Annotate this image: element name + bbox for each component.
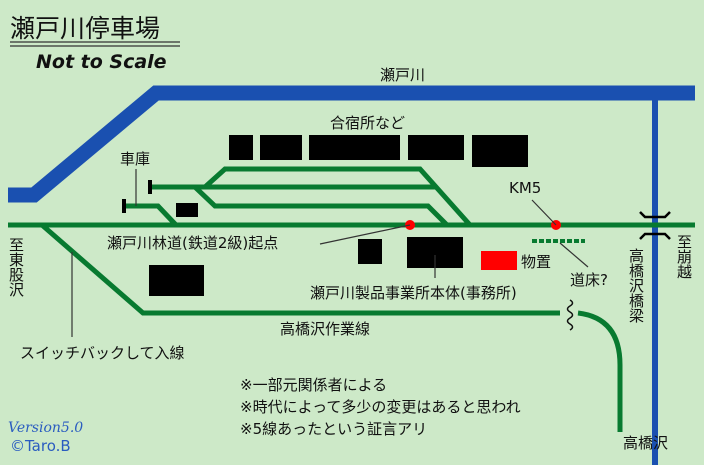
start-point-label: 瀬戸川林道(鉄道2級)起点 — [107, 234, 278, 252]
note: ※一部元関係者による — [240, 376, 387, 394]
to-kuzurekoshi-label: 至崩越 — [675, 234, 693, 279]
building — [229, 135, 253, 160]
storage-label: 物置 — [521, 253, 551, 271]
not-to-scale-label: Not to Scale — [36, 51, 167, 73]
version-label: Version5.0 — [8, 420, 83, 436]
to-higashimatazawa-label: 至東股沢 — [7, 237, 25, 297]
km5-label: KM5 — [509, 179, 541, 197]
buildings — [149, 135, 528, 296]
work-line-continuation — [577, 310, 623, 432]
work-line — [40, 223, 560, 316]
river-label: 瀬戸川 — [380, 66, 425, 84]
author-label: ©Taro.B — [10, 437, 71, 455]
building — [358, 239, 382, 264]
diagram-title: 瀬戸川停車場 — [10, 14, 160, 43]
leader-line — [319, 224, 411, 245]
building — [408, 135, 464, 160]
dormitory-label: 合宿所など — [330, 114, 405, 132]
building — [149, 265, 204, 296]
takahashizawa-label: 高橋沢 — [623, 434, 668, 452]
building — [309, 135, 400, 160]
building — [260, 135, 302, 160]
building — [472, 135, 528, 167]
leader-line — [531, 199, 557, 226]
bridge-label: 高橋沢橋梁 — [627, 248, 645, 323]
storage-shed — [481, 251, 517, 270]
shed-label: 車庫 — [120, 150, 150, 168]
note: ※5線あったという証言アリ — [240, 420, 427, 438]
leader-line — [559, 242, 589, 268]
work-line-label: 高橋沢作業線 — [280, 320, 370, 338]
siding-1 — [203, 166, 472, 227]
roadbed-label: 道床? — [570, 271, 608, 289]
switchback-label: スイッチバックして入線 — [20, 344, 185, 362]
river-setogawa — [8, 85, 695, 203]
building — [176, 203, 198, 217]
siding-3 — [193, 185, 449, 227]
bridge-icon — [639, 211, 671, 219]
bridge-icon — [639, 232, 671, 240]
break-mark-icon — [566, 299, 574, 331]
factory-label: 瀬戸川製品事業所本体(事務所) — [310, 284, 517, 302]
shed-siding — [124, 203, 178, 227]
note: ※時代によって多少の変更はあると思われ — [240, 398, 521, 416]
